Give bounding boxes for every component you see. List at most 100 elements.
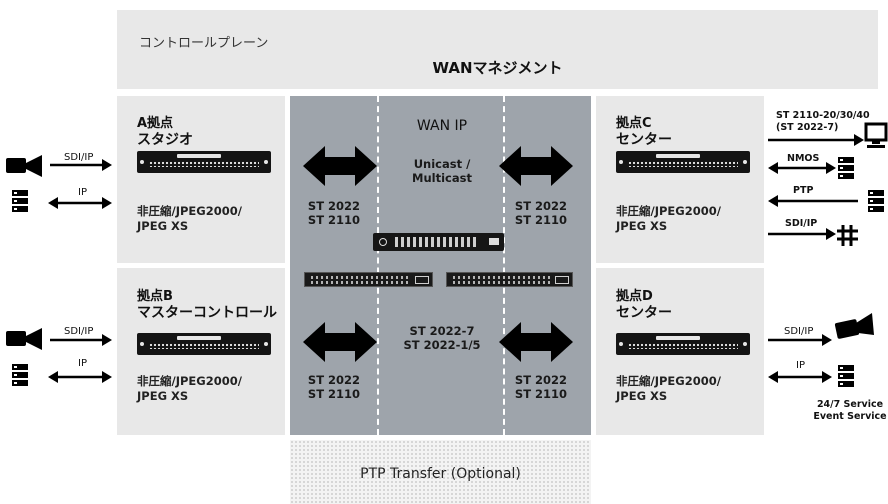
arrowhead bbox=[826, 228, 836, 240]
site-b-role: マスターコントロール bbox=[137, 305, 277, 321]
site-a-codec-line1: 非圧縮/JPEG2000/ bbox=[137, 204, 242, 218]
arrowhead bbox=[768, 195, 778, 207]
event-service-label: Event Service bbox=[813, 411, 887, 422]
arrowhead bbox=[102, 334, 112, 346]
st2022-label: ST 2022 bbox=[307, 373, 361, 387]
server-icon bbox=[838, 365, 854, 387]
site-a-sdi-ip-label: SDI/IP bbox=[64, 152, 94, 163]
site-b-codec: 非圧縮/JPEG2000/ JPEG XS bbox=[137, 374, 242, 404]
wan-management-title: WANマネジメント bbox=[432, 59, 563, 77]
site-c-nmos-label: NMOS bbox=[787, 153, 820, 164]
wan-arrow-a bbox=[303, 146, 377, 186]
site-a-ip-label: IP bbox=[78, 187, 87, 198]
site-b-encoder-device bbox=[137, 333, 271, 355]
service-24-7-label: 24/7 Service bbox=[816, 399, 884, 410]
wan-ip-title: WAN IP bbox=[416, 118, 468, 134]
wan-st-label-b: ST 2022 ST 2110 bbox=[302, 373, 366, 401]
site-c-st2110-label: ST 2110-20/30/40 (ST 2022-7) bbox=[776, 110, 870, 134]
monitor-icon bbox=[864, 122, 888, 148]
control-plane-label: コントロールプレーン bbox=[139, 36, 269, 51]
site-c-name: 拠点C bbox=[616, 116, 652, 131]
st2022-1-5-label: ST 2022-1/5 bbox=[403, 338, 481, 352]
site-c-title: 拠点C センター bbox=[616, 116, 672, 148]
site-c-codec-line1: 非圧縮/JPEG2000/ bbox=[616, 204, 721, 218]
site-a-panel bbox=[117, 96, 285, 263]
site-d-codec: 非圧縮/JPEG2000/ JPEG XS bbox=[616, 374, 721, 404]
site-d-codec-line2: JPEG XS bbox=[616, 389, 668, 403]
server-icon bbox=[12, 190, 28, 212]
st2110-label: ST 2110 bbox=[307, 213, 361, 227]
st2110-label: ST 2110 bbox=[514, 387, 568, 401]
site-b-sdi-ip-label: SDI/IP bbox=[64, 326, 94, 337]
site-b-codec-line1: 非圧縮/JPEG2000/ bbox=[137, 374, 242, 388]
site-d-title: 拠点D センター bbox=[616, 289, 672, 321]
st2022-7-label: ST 2022-7 bbox=[409, 324, 475, 338]
unicast-label: Unicast / bbox=[413, 157, 471, 171]
arrowhead bbox=[826, 162, 836, 174]
site-a-title: A拠点 スタジオ bbox=[137, 116, 193, 148]
ptp-transfer-label: PTP Transfer (Optional) bbox=[360, 466, 521, 482]
st2022-label: ST 2022 bbox=[514, 199, 568, 213]
camera-icon bbox=[834, 313, 874, 339]
site-b-title: 拠点B マスターコントロール bbox=[137, 289, 277, 321]
arrowhead bbox=[854, 134, 864, 146]
ptp-transfer-panel: PTP Transfer (Optional) bbox=[290, 440, 591, 504]
site-c-ptp-label: PTP bbox=[793, 185, 814, 196]
arrowhead bbox=[102, 159, 112, 171]
wan-st-label-a: ST 2022 ST 2110 bbox=[302, 199, 366, 227]
site-b-codec-line2: JPEG XS bbox=[137, 389, 189, 403]
site-d-role: センター bbox=[616, 305, 672, 321]
grid-hash-icon bbox=[837, 225, 858, 246]
site-d-encoder-device bbox=[616, 333, 750, 355]
arrowhead bbox=[822, 334, 832, 346]
arrowhead bbox=[768, 162, 778, 174]
wan-switch-right bbox=[446, 272, 573, 287]
wan-cast-label: Unicast / Multicast bbox=[392, 157, 492, 185]
site-a-encoder-device bbox=[137, 151, 271, 173]
st2022-label: ST 2022 bbox=[307, 199, 361, 213]
site-a-codec-line2: JPEG XS bbox=[137, 219, 189, 233]
site-c-sdi-ip-label: SDI/IP bbox=[785, 218, 818, 229]
site-c-role: センター bbox=[616, 132, 672, 148]
st2110-label: ST 2110 bbox=[514, 213, 568, 227]
site-d-services-label: 24/7 Service Event Service bbox=[812, 399, 888, 423]
site-a-codec: 非圧縮/JPEG2000/ JPEG XS bbox=[137, 204, 242, 234]
site-c-codec-line2: JPEG XS bbox=[616, 219, 668, 233]
wan-st-label-c: ST 2022 ST 2110 bbox=[509, 199, 573, 227]
arrowhead bbox=[822, 371, 832, 383]
control-plane-panel: コントロールプレーン WANマネジメント bbox=[117, 10, 878, 89]
wan-redundancy-label: ST 2022-7 ST 2022-1/5 bbox=[385, 324, 499, 352]
site-c-encoder-device bbox=[616, 151, 750, 173]
site-c-panel bbox=[596, 96, 764, 263]
multicast-label: Multicast bbox=[412, 171, 472, 185]
wan-arrow-b bbox=[303, 322, 377, 362]
site-d-codec-line1: 非圧縮/JPEG2000/ bbox=[616, 374, 721, 388]
site-b-ip-label: IP bbox=[78, 358, 87, 369]
wan-router-device bbox=[373, 233, 504, 251]
wan-divider-left bbox=[377, 96, 379, 435]
site-c-codec: 非圧縮/JPEG2000/ JPEG XS bbox=[616, 204, 721, 234]
st2110-label: ST 2110 bbox=[307, 387, 361, 401]
arrowhead bbox=[102, 197, 112, 209]
server-icon bbox=[868, 190, 884, 212]
site-d-name: 拠点D bbox=[616, 289, 653, 304]
site-a-role: スタジオ bbox=[137, 132, 193, 148]
arrowhead bbox=[768, 371, 778, 383]
wan-arrow-d bbox=[499, 322, 573, 362]
camera-icon bbox=[6, 328, 42, 350]
camera-icon bbox=[6, 155, 42, 177]
wan-switch-left bbox=[304, 272, 433, 287]
site-b-name: 拠点B bbox=[137, 289, 173, 304]
arrowhead bbox=[48, 197, 58, 209]
server-icon bbox=[838, 157, 854, 179]
site-d-sdi-ip-label: SDI/IP bbox=[784, 326, 814, 337]
wan-divider-right bbox=[503, 96, 505, 435]
arrowhead bbox=[102, 371, 112, 383]
st2022-label: ST 2022 bbox=[514, 373, 568, 387]
site-a-name: A拠点 bbox=[137, 116, 174, 131]
st2110-20-30-40-label: ST 2110-20/30/40 bbox=[776, 110, 870, 121]
wan-arrow-c bbox=[499, 146, 573, 186]
wan-ip-core bbox=[290, 96, 591, 435]
wan-st-label-d: ST 2022 ST 2110 bbox=[509, 373, 573, 401]
